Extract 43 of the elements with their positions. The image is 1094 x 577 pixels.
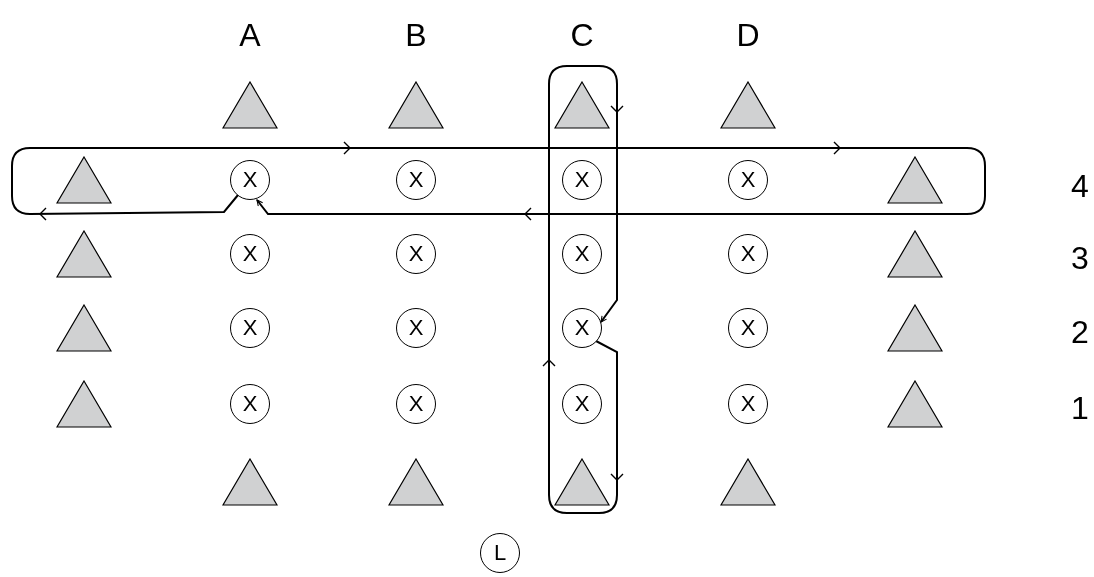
lettered-circle: X [728, 308, 768, 348]
triangle-marker [887, 380, 943, 428]
triangle-marker [388, 81, 444, 129]
lettered-circle: X [230, 234, 270, 274]
lettered-circle: X [562, 308, 602, 348]
row-label: 1 [1071, 390, 1089, 426]
column-label: C [570, 17, 594, 53]
triangle-marker [887, 304, 943, 352]
loop-arrow [542, 65, 624, 514]
triangle-marker [56, 156, 112, 204]
column-label: B [405, 17, 427, 53]
triangle-marker [720, 458, 776, 506]
triangle-marker [720, 81, 776, 129]
column-label: A [239, 17, 261, 53]
lettered-circle: X [396, 160, 436, 200]
lettered-circle: L [480, 533, 520, 573]
triangle-marker [887, 156, 943, 204]
loop-arrow [11, 141, 986, 221]
triangle-marker [56, 230, 112, 278]
triangle-marker [554, 81, 610, 129]
triangle-marker [222, 458, 278, 506]
lettered-circle: X [562, 160, 602, 200]
triangle-marker [887, 230, 943, 278]
column-label: D [736, 17, 760, 53]
lettered-circle: X [230, 160, 270, 200]
row-label: 3 [1071, 240, 1089, 276]
lettered-circle: X [562, 384, 602, 424]
triangle-marker [56, 304, 112, 352]
lettered-circle: X [230, 308, 270, 348]
lettered-circle: X [396, 384, 436, 424]
lettered-circle: X [396, 234, 436, 274]
triangle-marker [56, 380, 112, 428]
triangle-marker [554, 458, 610, 506]
lettered-circle: X [396, 308, 436, 348]
row-label: 4 [1071, 168, 1089, 204]
lettered-circle: X [562, 234, 602, 274]
lettered-circle: X [728, 160, 768, 200]
lettered-circle: X [728, 384, 768, 424]
lettered-circle: X [230, 384, 270, 424]
lettered-circle: X [728, 234, 768, 274]
triangle-marker [222, 81, 278, 129]
row-label: 2 [1071, 314, 1089, 350]
triangle-marker [388, 458, 444, 506]
